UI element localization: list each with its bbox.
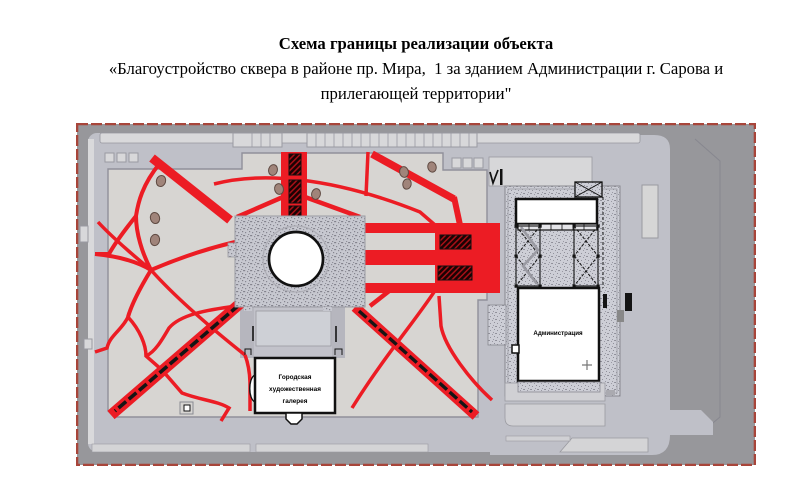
svg-text:Городская: Городская [279, 374, 312, 381]
svg-text:художественная: художественная [269, 386, 321, 393]
svg-text:галерея: галерея [283, 398, 308, 405]
svg-text:Администрация: Администрация [533, 330, 583, 337]
